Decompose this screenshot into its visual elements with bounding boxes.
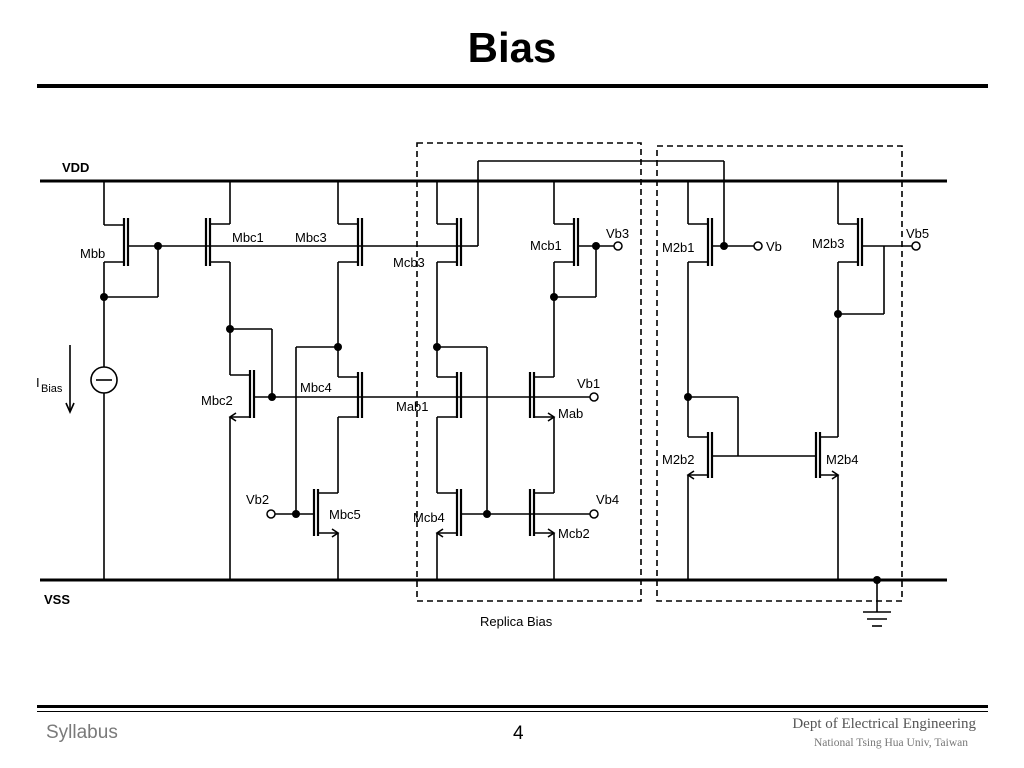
mbb-label: Mbb (80, 246, 105, 261)
mcb1-label: Mcb1 (530, 238, 562, 253)
replica-bias-label: Replica Bias (480, 614, 553, 629)
vb-label: Vb (766, 239, 782, 254)
vb-terminal (753, 241, 763, 251)
mbc5-label: Mbc5 (329, 507, 361, 522)
footer-university: National Tsing Hua Univ, Taiwan (813, 737, 968, 749)
mab1-label: Mab1 (396, 399, 429, 414)
mcb3-label: Mcb3 (393, 255, 425, 270)
mbc3-label: Mbc3 (295, 230, 327, 245)
vb1-terminal (589, 392, 599, 402)
m2b4-label: M2b4 (826, 452, 859, 467)
m2b2-label: M2b2 (662, 452, 695, 467)
vb5-terminal (911, 241, 921, 251)
m2b3-label: M2b3 (812, 236, 845, 251)
replica-bias-box (416, 142, 642, 602)
mbc2-label: Mbc2 (201, 393, 233, 408)
vb5-label: Vb5 (906, 226, 929, 241)
mcb2-label: Mcb2 (558, 526, 590, 541)
ibias-label: Bias (41, 383, 63, 395)
vss-label: VSS (44, 592, 70, 607)
mbc4-label: Mbc4 (300, 380, 332, 395)
page-number: 4 (513, 723, 524, 744)
vdd-label: VDD (62, 160, 89, 175)
ibias-prefix: I (36, 375, 40, 390)
vb3-terminal (613, 241, 623, 251)
vb2-terminal (266, 509, 276, 519)
vb4-label: Vb4 (596, 492, 619, 507)
footer-department: Dept of Electrical Engineering (792, 716, 976, 732)
vb2-label: Vb2 (246, 492, 269, 507)
mcb4-label: Mcb4 (413, 510, 445, 525)
title-divider (37, 84, 988, 88)
m2b1-label: M2b1 (662, 240, 695, 255)
footer-course-label: Syllabus (46, 722, 118, 743)
slide-title: Bias (467, 24, 557, 71)
mab-label: Mab (558, 406, 583, 421)
vb1-label: Vb1 (577, 376, 600, 391)
second-bias-box (656, 145, 903, 602)
vb3-label: Vb3 (606, 226, 629, 241)
footer-divider-thin (37, 711, 988, 712)
footer-divider (37, 705, 988, 708)
mbc1-label: Mbc1 (232, 230, 264, 245)
vb4-terminal (589, 509, 599, 519)
